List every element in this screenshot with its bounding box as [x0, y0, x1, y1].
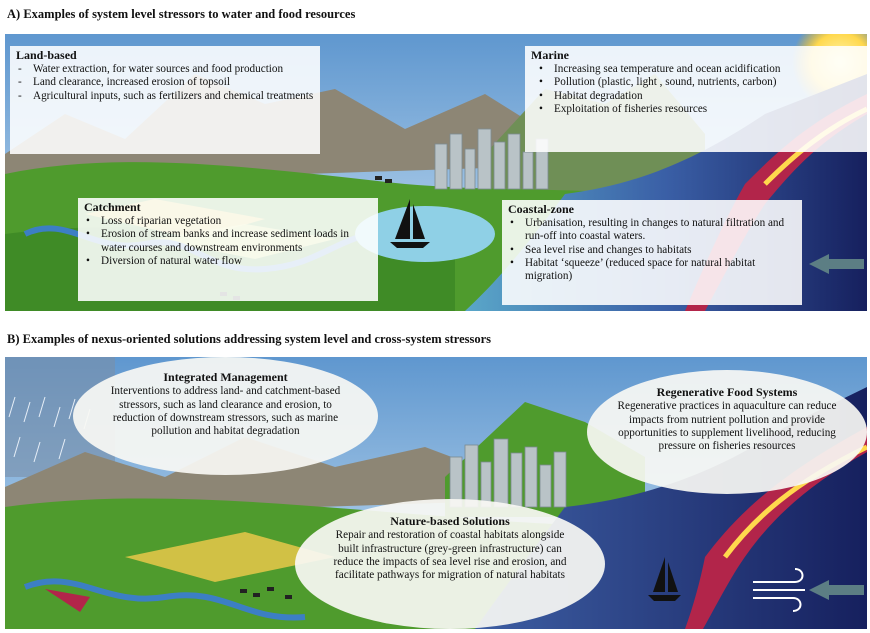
list-item: •Loss of riparian vegetation: [86, 215, 222, 228]
list-item: •Diversion of natural water flow: [86, 254, 243, 267]
nature-based-solutions-text: Repair and restoration of coastal habita…: [333, 529, 567, 582]
panel-b-landscape: Integrated Management Interventions to a…: [5, 357, 867, 629]
cattle-icons: [240, 587, 292, 599]
list-item: •Habitat degradation: [539, 89, 643, 102]
integrated-management-heading: Integrated Management: [163, 370, 288, 384]
sailboat-icon: [390, 199, 430, 248]
incoming-arrow-icon: [809, 254, 864, 274]
list-item: •Pollution (plastic, light , sound, nutr…: [539, 76, 777, 89]
nature-based-solutions-ellipse: Nature-based Solutions Repair and restor…: [295, 499, 605, 629]
panel-a-landscape: Land-based -Water extraction, for water …: [5, 34, 867, 311]
list-item: -Land clearance, increased erosion of to…: [18, 76, 230, 89]
integrated-management-text: Interventions to address land- and catch…: [110, 385, 341, 438]
list-item: •Erosion of stream banks and increase se…: [86, 228, 349, 254]
list-item: •Increasing sea temperature and ocean ac…: [539, 63, 781, 76]
catchment-box: Catchment •Loss of riparian vegetation •…: [78, 198, 378, 301]
marine-heading: Marine: [531, 48, 569, 62]
list-item: -Agricultural inputs, such as fertilizer…: [18, 89, 314, 102]
land-based-box: Land-based -Water extraction, for water …: [10, 46, 320, 154]
section-a-title: A) Examples of system level stressors to…: [7, 7, 356, 21]
coastal-zone-heading: Coastal-zone: [508, 202, 574, 216]
list-item: •Exploitation of fisheries resources: [539, 102, 708, 115]
city-skyline: [449, 438, 567, 508]
marine-box: Marine •Increasing sea temperature and o…: [525, 46, 867, 152]
coastal-zone-box: Coastal-zone •Urbanisation, resulting in…: [502, 200, 802, 305]
wetland-marker: [45, 589, 90, 612]
integrated-management-ellipse: Integrated Management Interventions to a…: [73, 357, 378, 475]
nature-based-solutions-heading: Nature-based Solutions: [390, 514, 510, 528]
catchment-heading: Catchment: [84, 200, 141, 214]
list-item: •Urbanisation, resulting in changes to n…: [510, 217, 785, 243]
land-based-heading: Land-based: [16, 48, 77, 62]
incoming-arrow-icon: [809, 580, 864, 600]
regenerative-food-systems-ellipse: Regenerative Food Systems Regenerative p…: [587, 370, 867, 494]
wind-icon: [753, 568, 805, 612]
section-b-title: B) Examples of nexus-oriented solutions …: [7, 332, 492, 346]
regenerative-food-systems-text: Regenerative practices in aquaculture ca…: [617, 400, 837, 453]
river: [23, 578, 306, 621]
list-item: •Sea level rise and changes to habitats: [510, 243, 692, 256]
coastal-lagoon: [355, 206, 495, 262]
list-item: -Water extraction, for water sources and…: [18, 63, 284, 76]
list-item: •Habitat ‘squeeze’ (reduced space for na…: [510, 256, 756, 283]
sailboat-icon: [648, 557, 681, 601]
regenerative-food-systems-heading: Regenerative Food Systems: [656, 385, 798, 399]
